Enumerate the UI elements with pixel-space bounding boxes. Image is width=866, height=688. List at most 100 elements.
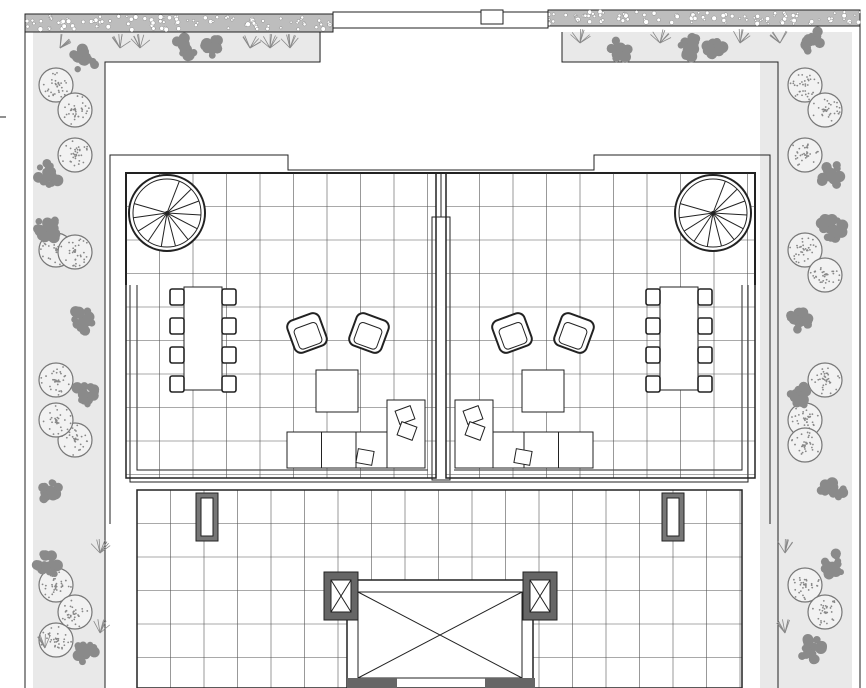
stair-tread xyxy=(712,212,744,230)
leaf xyxy=(75,147,78,150)
leaf xyxy=(56,632,59,635)
shrub xyxy=(787,232,823,268)
leaf xyxy=(59,371,62,373)
stone xyxy=(858,10,861,14)
tile-border xyxy=(125,172,437,479)
stone xyxy=(296,27,300,32)
bush-leaf xyxy=(820,487,830,496)
leaf xyxy=(55,251,58,254)
grass-blade xyxy=(249,41,261,49)
leaf xyxy=(60,429,63,432)
leaf xyxy=(68,431,71,434)
stone xyxy=(162,20,166,24)
stone xyxy=(690,21,694,24)
leaf xyxy=(822,270,825,273)
stone xyxy=(724,21,728,25)
leaf xyxy=(802,412,804,415)
leaf xyxy=(802,83,804,86)
bush-leaf xyxy=(77,389,88,400)
leaf xyxy=(74,150,77,153)
leaf xyxy=(820,266,822,269)
leaf xyxy=(809,153,812,155)
leaf xyxy=(811,421,814,424)
grass-blade xyxy=(260,39,271,49)
leaf xyxy=(801,451,804,454)
leaf xyxy=(801,94,803,97)
leaf xyxy=(63,644,66,647)
stone xyxy=(192,19,195,23)
leaf xyxy=(805,146,808,149)
bush-leaf xyxy=(812,26,823,37)
bush-leaf xyxy=(611,36,621,45)
stone xyxy=(792,22,796,26)
leaf xyxy=(74,244,77,247)
leaf xyxy=(60,95,63,98)
leaf xyxy=(801,73,804,76)
bush-leaf xyxy=(80,325,91,336)
bush-leaf xyxy=(802,313,814,324)
leaf xyxy=(55,585,58,588)
leaf xyxy=(823,611,826,614)
bush-leaf xyxy=(36,164,44,171)
window-opening xyxy=(332,11,549,29)
stone xyxy=(720,13,726,18)
bush-leaf xyxy=(47,489,59,501)
leaf xyxy=(797,74,800,76)
leaf xyxy=(826,108,829,111)
leaf xyxy=(64,579,67,582)
leaf xyxy=(797,253,800,256)
leaf xyxy=(54,79,57,82)
bush-leaf xyxy=(819,479,831,490)
bush-leaf xyxy=(793,325,802,334)
leaf xyxy=(807,78,809,81)
stair-tread xyxy=(679,212,714,219)
stone xyxy=(856,19,861,25)
leaf xyxy=(82,240,85,242)
stair-tread xyxy=(693,212,714,242)
grass-blade xyxy=(289,37,299,49)
leaf xyxy=(809,243,812,246)
stone xyxy=(157,14,164,20)
leaf xyxy=(54,637,57,640)
leaf xyxy=(821,271,824,274)
stone xyxy=(782,16,788,22)
stone xyxy=(278,16,283,21)
leaf xyxy=(824,106,827,108)
stair-tread xyxy=(712,188,738,214)
leaf xyxy=(805,409,808,412)
leaf xyxy=(829,103,832,106)
stone xyxy=(772,14,776,18)
leaf xyxy=(69,147,72,150)
leaf xyxy=(809,415,812,418)
leaf xyxy=(817,450,819,453)
leaf xyxy=(819,281,822,284)
stone xyxy=(601,18,605,22)
leaf xyxy=(73,616,76,619)
leaf xyxy=(52,72,54,75)
leaf xyxy=(821,609,824,612)
leaf xyxy=(794,443,796,446)
leaf xyxy=(801,237,804,240)
grass-blade xyxy=(111,37,121,49)
leaf xyxy=(70,586,72,588)
grass-blade xyxy=(652,31,661,44)
stone xyxy=(620,18,626,23)
leaf xyxy=(52,638,55,641)
leaf xyxy=(64,374,67,377)
stair-tread xyxy=(166,181,180,214)
stone xyxy=(601,11,605,15)
leaf xyxy=(832,619,835,622)
leaf xyxy=(61,646,63,649)
stone xyxy=(833,11,837,15)
leaf xyxy=(795,253,797,256)
leaf xyxy=(56,416,59,419)
leaf xyxy=(810,584,813,587)
leaf xyxy=(796,93,799,96)
leaf xyxy=(804,83,807,86)
armchair xyxy=(553,312,595,354)
stone xyxy=(576,19,580,23)
leaf xyxy=(63,638,66,641)
leaf xyxy=(807,436,810,439)
leaf xyxy=(86,148,88,151)
